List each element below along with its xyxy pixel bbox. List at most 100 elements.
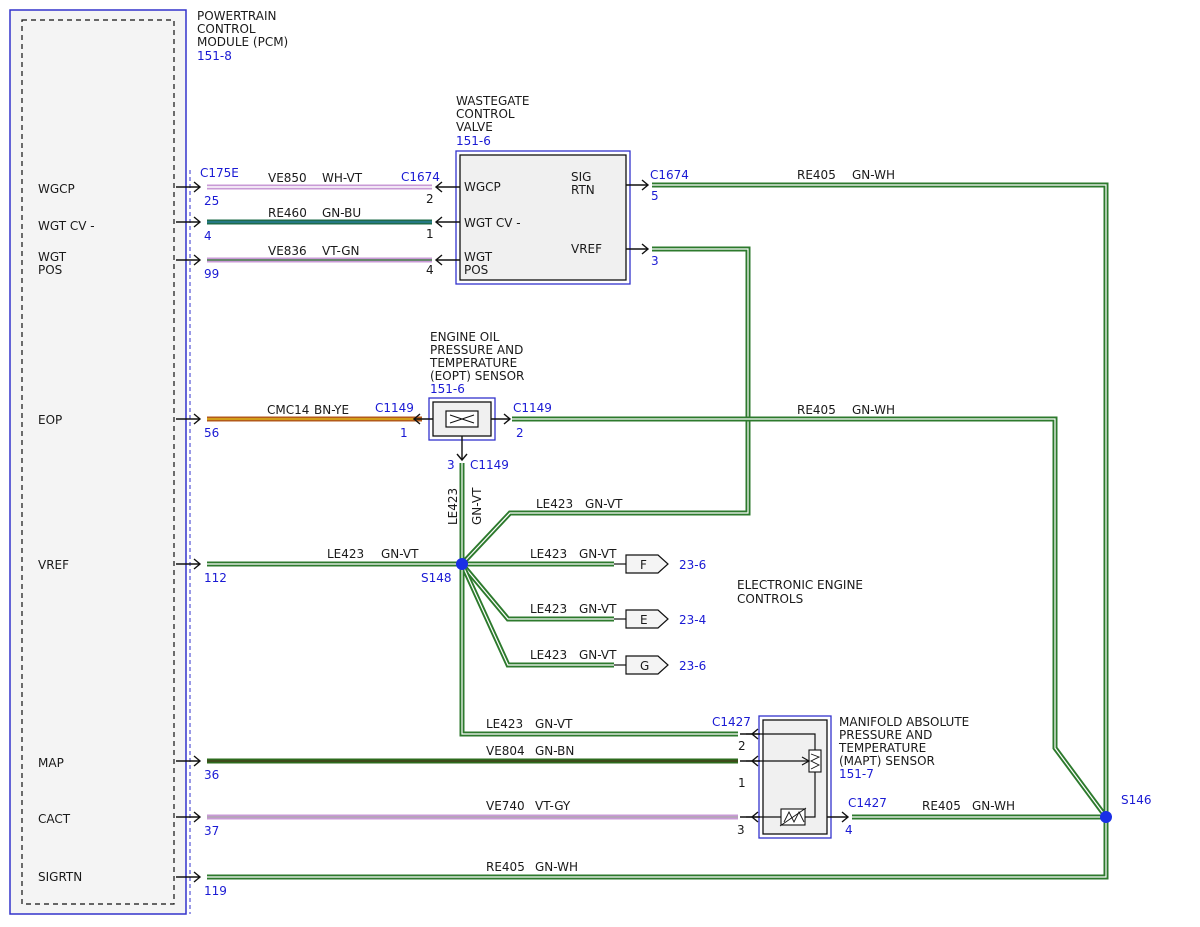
wire-label-circuit: LE423: [530, 547, 567, 561]
eopt-title-2: PRESSURE AND: [430, 343, 523, 357]
wire-label-color: WH-VT: [322, 171, 363, 185]
pcm-module[interactable]: WGCP WGT CV - WGT POS EOP VREF MAP CACT …: [9, 9, 191, 915]
pin-wg-wgcp: 2: [426, 192, 434, 206]
wire-label-circuit: LE423: [446, 488, 460, 525]
wire-le423-mapt[interactable]: [459, 564, 738, 737]
wire-label-circuit: VE836: [268, 244, 307, 258]
pin-pcm-eop: 56: [204, 426, 219, 440]
mapt-title-1: MANIFOLD ABSOLUTE: [839, 715, 969, 729]
eopt-title-1: ENGINE OIL: [430, 330, 500, 344]
wire-le423-e[interactable]: [460, 562, 614, 622]
offpage-e-ref: 23-4: [679, 613, 706, 627]
offpage-g[interactable]: G 23-6: [614, 655, 706, 675]
pin-pcm-map: 36: [204, 768, 219, 782]
connector-c1149-right: C1149: [513, 401, 552, 415]
mapt-outer: [758, 715, 832, 839]
pin-mapt-4: 4: [845, 823, 853, 837]
wire-label-circuit: CMC14: [267, 403, 309, 417]
eopt-title-3: TEMPERATURE: [429, 356, 517, 370]
wire-re405-top[interactable]: [652, 182, 1109, 817]
wg-pin-wgcp: WGCP: [464, 180, 501, 194]
wire-le423-g[interactable]: [459, 562, 614, 668]
connector-c1149-bottom: C1149: [470, 458, 509, 472]
wg-pin-vref: VREF: [571, 242, 602, 256]
wastegate-inner: [459, 154, 627, 281]
wire-label-color: GN-BN: [535, 744, 574, 758]
wastegate-title-1: WASTEGATE: [456, 94, 529, 108]
wire-label-color: GN-VT: [585, 497, 623, 511]
wg-pin-rtn: RTN: [571, 183, 595, 197]
pcm-ref: 151-8: [197, 49, 232, 63]
pin-mapt-1: 1: [738, 776, 746, 790]
wire-label-circuit: LE423: [530, 648, 567, 662]
pin-pcm-sigrtn: 119: [204, 884, 227, 898]
pcm-pin-eop: EOP: [38, 413, 62, 427]
wire-label-circuit: LE423: [530, 602, 567, 616]
connector-c1674-right: C1674: [650, 168, 689, 182]
wire-label-circuit: RE405: [797, 168, 836, 182]
offpage-g-ref: 23-6: [679, 659, 706, 673]
offpage-g-letter: G: [640, 659, 649, 673]
pin-eopt-1: 1: [400, 426, 408, 440]
pin-pcm-wgtcv: 4: [204, 229, 212, 243]
wastegate-title-2: CONTROL: [456, 107, 515, 121]
splice-s148[interactable]: [456, 558, 468, 570]
wire-label-color: BN-YE: [314, 403, 349, 417]
pcm-pin-wgtpos-2: POS: [38, 263, 62, 277]
pin-pcm-wgcp: 25: [204, 194, 219, 208]
pcm-pin-wgtcv: WGT CV -: [38, 219, 95, 233]
mapt-title-3: TEMPERATURE: [838, 741, 926, 755]
pcm-pin-wgtpos-1: WGT: [38, 250, 67, 264]
wire-label-circuit: VE740: [486, 799, 525, 813]
wg-pin-wgtcv: WGT CV -: [464, 216, 521, 230]
pin-pcm-vref: 112: [204, 571, 227, 585]
wire-re405-eopt[interactable]: [512, 416, 1109, 819]
pcm-inner-dashed: [21, 19, 175, 905]
mapt-sensor[interactable]: [740, 715, 850, 839]
splice-s146[interactable]: [1100, 811, 1112, 823]
offpage-f[interactable]: F 23-6: [614, 554, 706, 574]
connector-c1427-right: C1427: [848, 796, 887, 810]
pin-wg-sigrtn: 5: [651, 189, 659, 203]
eec-title-1: ELECTRONIC ENGINE: [737, 578, 863, 592]
wire-re405-sigrtn[interactable]: [207, 817, 1109, 880]
wire-label-color: GN-WH: [972, 799, 1015, 813]
mapt-title-2: PRESSURE AND: [839, 728, 932, 742]
wire-label-color: GN-WH: [852, 168, 895, 182]
pcm-pin-wgcp: WGCP: [38, 182, 75, 196]
pin-wg-vref: 3: [651, 254, 659, 268]
wastegate-valve[interactable]: WGCP WGT CV - WGT POS SIG RTN VREF: [455, 150, 631, 285]
wire-label-circuit: RE405: [486, 860, 525, 874]
pcm-title-2: CONTROL: [197, 22, 256, 36]
connector-c175e: C175E: [200, 166, 239, 180]
mapt-ref: 151-7: [839, 767, 874, 781]
wg-pin-wgtpos-1: WGT: [464, 250, 493, 264]
eec-title-2: CONTROLS: [737, 592, 803, 606]
wire-label-color: GN-VT: [470, 487, 484, 525]
pin-mapt-2: 2: [738, 739, 746, 753]
wire-label-circuit: RE405: [797, 403, 836, 417]
mapt-title-4: (MAPT) SENSOR: [839, 754, 935, 768]
wastegate-outer: [455, 150, 631, 285]
wire-label-circuit: VE850: [268, 171, 307, 185]
splice-s148-label: S148: [421, 571, 452, 585]
wire-label-circuit: LE423: [327, 547, 364, 561]
wire-label-color: GN-VT: [381, 547, 419, 561]
wire-label-color: GN-VT: [579, 547, 617, 561]
eopt-ref: 151-6: [430, 382, 465, 396]
wastegate-title-3: VALVE: [456, 120, 493, 134]
pin-eopt-3: 3: [447, 458, 455, 472]
wire-label-circuit: RE460: [268, 206, 307, 220]
wastegate-pin-arrows: [434, 179, 650, 266]
wire-le423-wg-vref[interactable]: [460, 246, 751, 566]
pin-pcm-cact: 37: [204, 824, 219, 838]
eopt-sensor[interactable]: [412, 397, 512, 462]
wire-label-color: VT-GN: [322, 244, 359, 258]
connector-c1427-left: C1427: [712, 715, 751, 729]
wastegate-ref: 151-6: [456, 134, 491, 148]
wire-label-color: GN-VT: [535, 717, 573, 731]
offpage-e[interactable]: E 23-4: [614, 609, 706, 629]
pin-eopt-2: 2: [516, 426, 524, 440]
eopt-title-4: (EOPT) SENSOR: [430, 369, 524, 383]
